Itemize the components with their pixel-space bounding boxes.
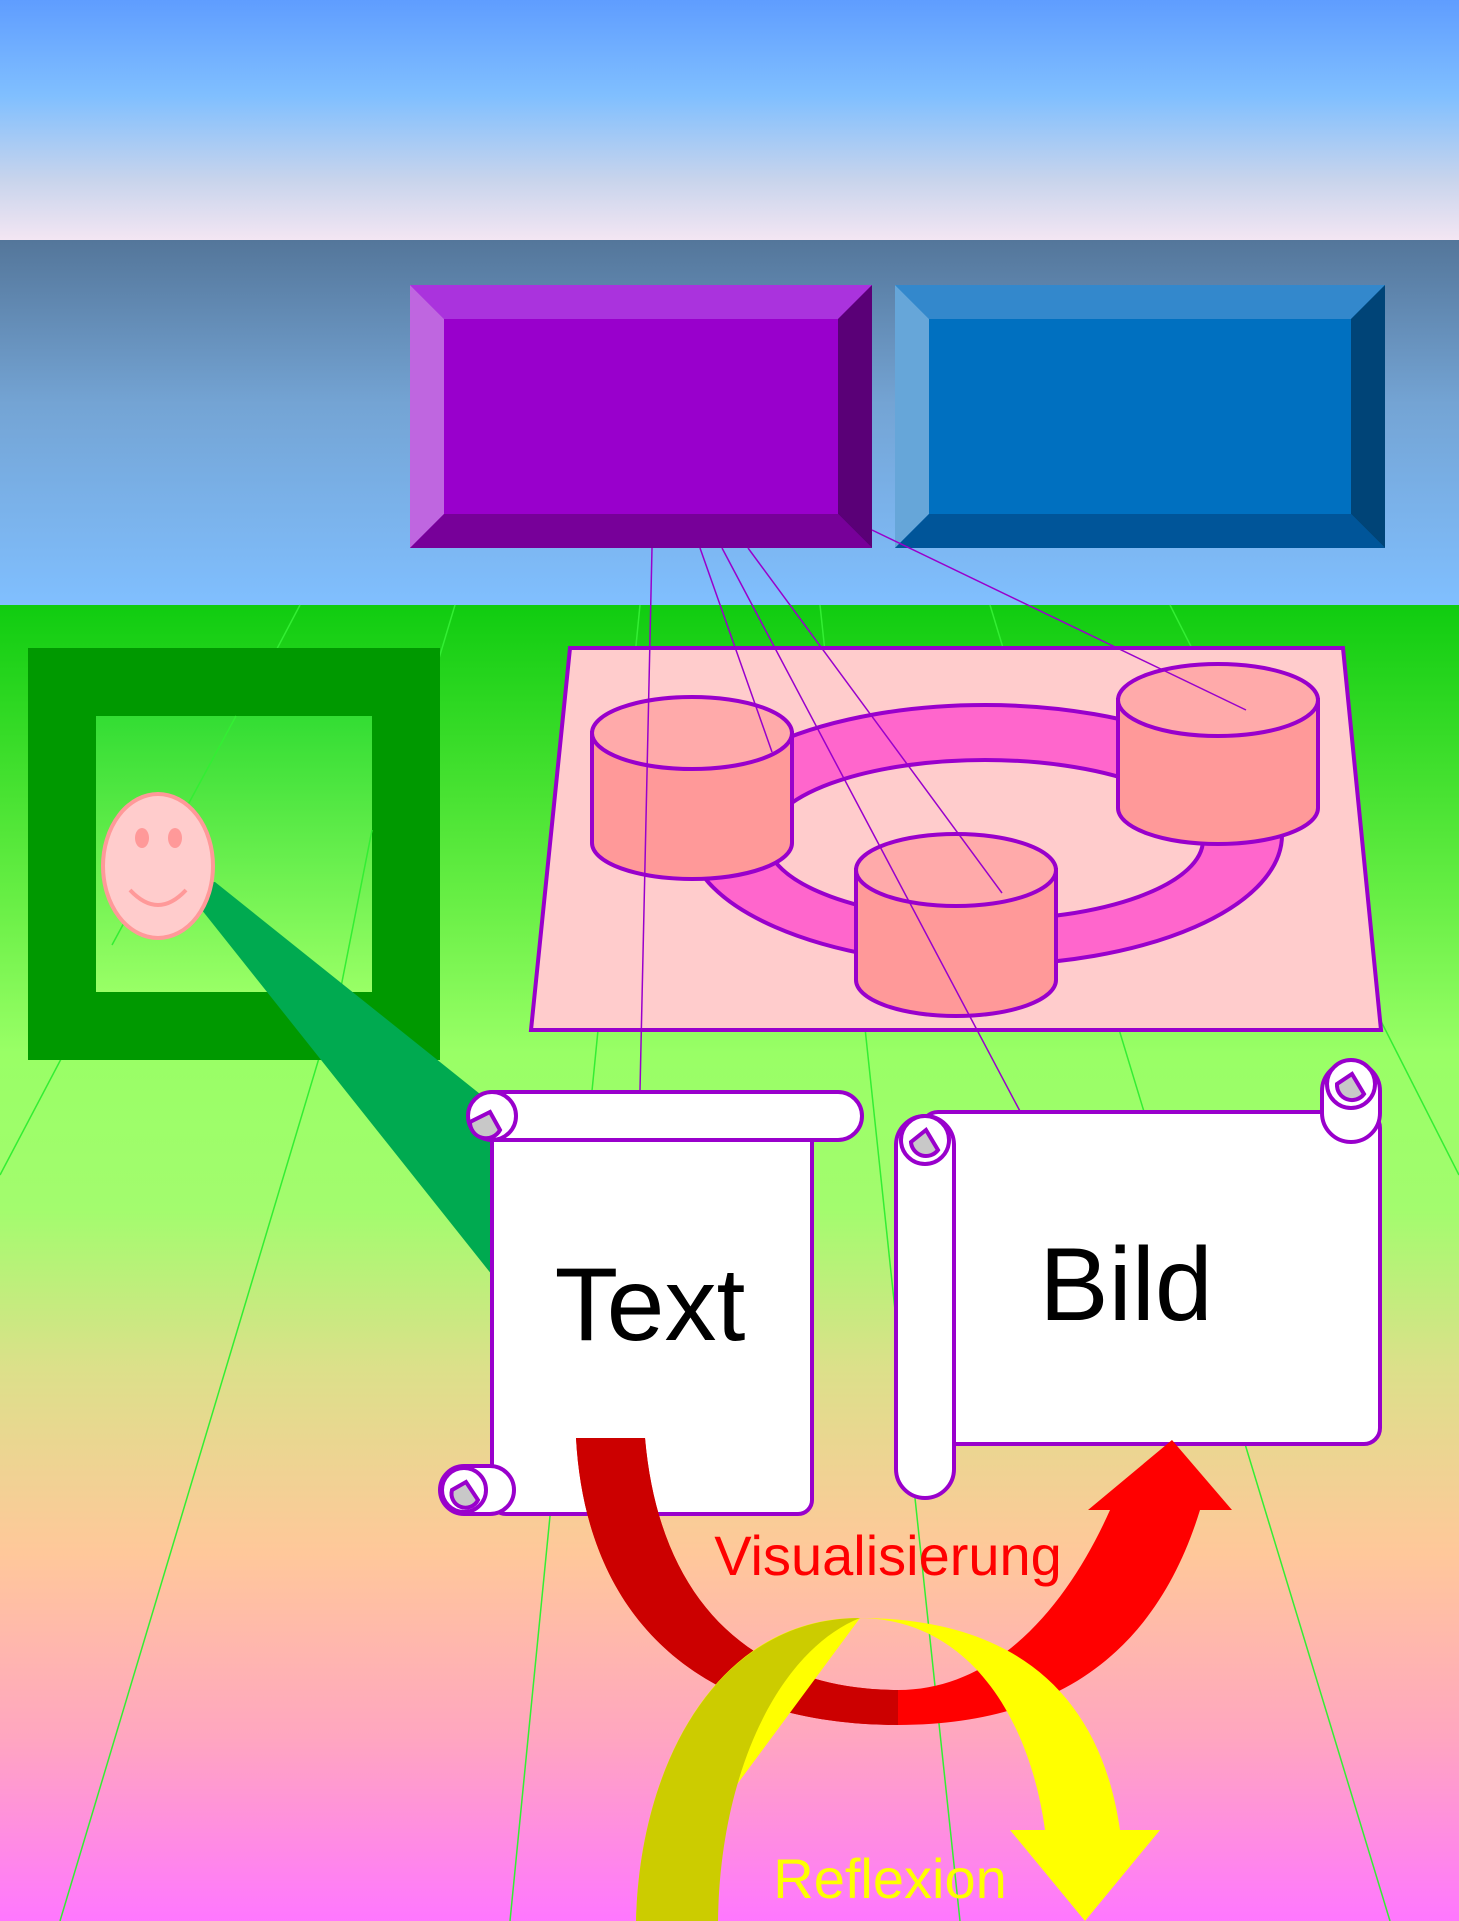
blue-box (895, 285, 1385, 548)
curved-arrow-icon (576, 1438, 1232, 1725)
curved-arrow-icon (636, 1618, 1160, 1921)
purple-box (410, 285, 872, 548)
scroll-icon (438, 1090, 864, 1516)
cylinder-icon (1116, 662, 1320, 846)
image-scroll-label: Bild (1039, 1227, 1212, 1343)
scroll-icon (894, 1058, 1382, 1500)
reflect-arrow-label: Reflexion (773, 1847, 1006, 1910)
visualize-arrow-label: Visualisierung (714, 1524, 1062, 1587)
cylinder-icon (854, 832, 1058, 1018)
picture-frame (28, 648, 440, 1060)
text-scroll-label: Text (555, 1247, 746, 1363)
smiley-face-icon (101, 792, 215, 940)
connector-lines (639, 529, 1247, 1116)
sky-background (0, 0, 1459, 240)
cylinder-icon (590, 695, 794, 881)
view-beam (182, 882, 500, 1285)
